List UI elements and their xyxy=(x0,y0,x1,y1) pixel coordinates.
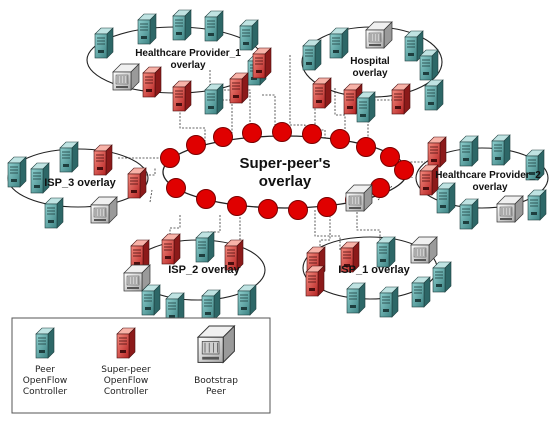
hospital-label: Hospital xyxy=(350,56,390,67)
super-peer-server-icon xyxy=(391,83,411,115)
super-peer-server-icon xyxy=(161,233,181,265)
legend-bootstrap-label-1: Bootstrap xyxy=(194,376,238,386)
peer-server-icon xyxy=(329,27,349,59)
super-peer-server-icon xyxy=(127,167,147,199)
ring-node xyxy=(288,200,308,220)
bootstrap-peer-icon xyxy=(112,63,140,91)
peer-server-icon xyxy=(379,286,399,318)
peer-server-icon xyxy=(432,261,452,293)
peer-server-icon xyxy=(356,91,376,123)
legend-super-peer-label-3: Controller xyxy=(104,387,149,397)
super-peer-server-icon xyxy=(312,77,332,109)
peer-server-icon xyxy=(424,79,444,111)
isp-2-label: ISP_2 overlay xyxy=(168,264,240,276)
ring-node xyxy=(186,135,206,155)
peer-server-icon xyxy=(491,134,511,166)
peer-server-icon xyxy=(172,9,192,41)
peer-server-icon xyxy=(376,236,396,268)
peer-server-icon xyxy=(411,276,431,308)
super-peer-server-icon xyxy=(252,47,272,79)
ring-node xyxy=(160,148,180,168)
peer-server-icon xyxy=(141,284,161,316)
peer-server-icon xyxy=(239,19,259,51)
ring-node xyxy=(380,147,400,167)
bootstrap-peer-icon xyxy=(410,236,438,264)
peer-server-icon xyxy=(137,13,157,45)
isp-3-label: ISP_3 overlay xyxy=(44,177,116,189)
healthcare-provider-1-label: Healthcare Provider_1 xyxy=(135,48,241,59)
super-peer-server-icon xyxy=(142,66,162,98)
peer-server-icon xyxy=(459,135,479,167)
peer-server-icon xyxy=(195,231,215,263)
peer-server-icon xyxy=(419,49,439,81)
legend-peer-icon xyxy=(35,327,55,359)
peer-server-icon xyxy=(346,282,366,314)
super-peer-server-icon xyxy=(172,80,192,112)
legend-super-peer-label-1: Super-peer xyxy=(101,365,151,375)
isp-1-label: ISP_1 overlay xyxy=(338,264,410,276)
super-peer-server-icon xyxy=(93,144,113,176)
legend: Peer OpenFlow Controller Super-peer Open… xyxy=(11,317,271,414)
legend-peer-label-1: Peer xyxy=(35,365,55,375)
peer-server-icon xyxy=(7,156,27,188)
healthcare-provider-1-label-2: overlay xyxy=(170,60,205,71)
ring-node xyxy=(196,189,216,209)
peer-server-icon xyxy=(302,39,322,71)
super-peer-overlay-label-2: overlay xyxy=(259,173,312,190)
super-peer-overlay-label: Super-peer's xyxy=(239,155,330,172)
legend-super-peer-label-2: OpenFlow xyxy=(104,376,149,386)
bootstrap-peer-icon xyxy=(365,21,393,49)
ring-node xyxy=(302,124,322,144)
hospital-label-2: overlay xyxy=(352,68,387,79)
peer-server-icon xyxy=(237,284,257,316)
ring-node xyxy=(227,196,247,216)
peer-server-icon xyxy=(94,27,114,59)
peer-server-icon xyxy=(204,83,224,115)
bootstrap-peer-icon xyxy=(496,195,524,223)
super-peer-server-icon xyxy=(427,136,447,168)
healthcare-provider-2-label-2: overlay xyxy=(472,182,507,193)
peer-server-icon xyxy=(459,198,479,230)
super-peer-server-icon xyxy=(305,265,325,297)
peer-server-icon xyxy=(436,182,456,214)
healthcare-provider-2-ring xyxy=(415,147,549,209)
peer-server-icon xyxy=(527,189,547,221)
ring-node xyxy=(242,123,262,143)
peer-server-icon xyxy=(44,197,64,229)
bootstrap-peer-icon xyxy=(345,184,373,212)
legend-bootstrap-icon xyxy=(197,325,236,364)
ring-node xyxy=(272,122,292,142)
peer-server-icon xyxy=(59,141,79,173)
ring-node xyxy=(394,160,414,180)
legend-peer-label-3: Controller xyxy=(23,387,68,397)
healthcare-provider-2-label: Healthcare Provider_2 xyxy=(435,170,541,181)
legend-super-peer-icon xyxy=(116,327,136,359)
super-peer-server-icon xyxy=(229,72,249,104)
ring-node xyxy=(317,197,337,217)
ring-node xyxy=(166,178,186,198)
bootstrap-peer-icon xyxy=(90,196,118,224)
peer-server-icon xyxy=(201,289,221,321)
ring-node xyxy=(213,127,233,147)
legend-bootstrap-label-2: Peer xyxy=(206,387,226,397)
legend-peer-label-2: OpenFlow xyxy=(23,376,68,386)
ring-node xyxy=(370,178,390,198)
ring-node xyxy=(330,129,350,149)
ring-node xyxy=(258,199,278,219)
peer-server-icon xyxy=(204,10,224,42)
ring-node xyxy=(356,137,376,157)
